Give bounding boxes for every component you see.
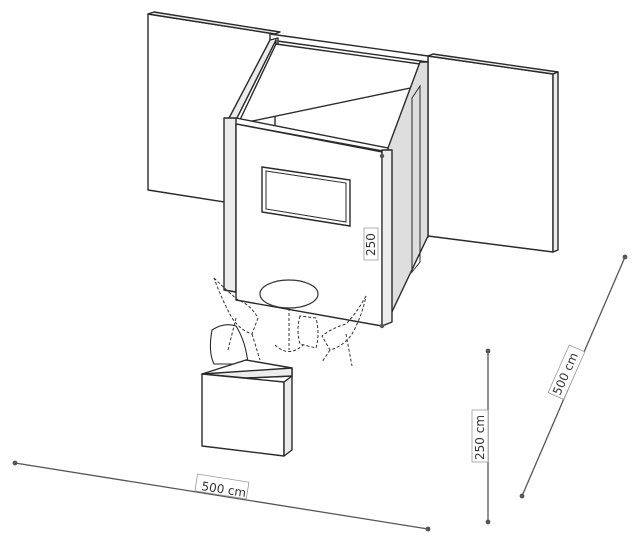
depth-label: 500 cm [550, 350, 581, 397]
reception-counter [201, 359, 293, 457]
counter-chair [209, 324, 249, 365]
dimension-depth: 500 cm [519, 254, 628, 499]
cabin-right-side-wall [387, 60, 429, 317]
dimension-height: 250 cm [471, 348, 491, 525]
chair-left [213, 277, 261, 361]
dimension-width: 500 cm [12, 460, 431, 532]
wall-monitor [261, 166, 351, 227]
chair-middle [297, 315, 319, 349]
cabin-front-wall [223, 117, 393, 327]
chair-right [321, 295, 367, 367]
round-table [259, 279, 319, 352]
back-right-wall [427, 53, 559, 253]
wall-height-label: 250 [364, 233, 378, 256]
dimension-wall-height: 250 [363, 153, 385, 329]
height-label: 250 cm [473, 415, 487, 460]
width-label: 500 cm [201, 479, 248, 500]
